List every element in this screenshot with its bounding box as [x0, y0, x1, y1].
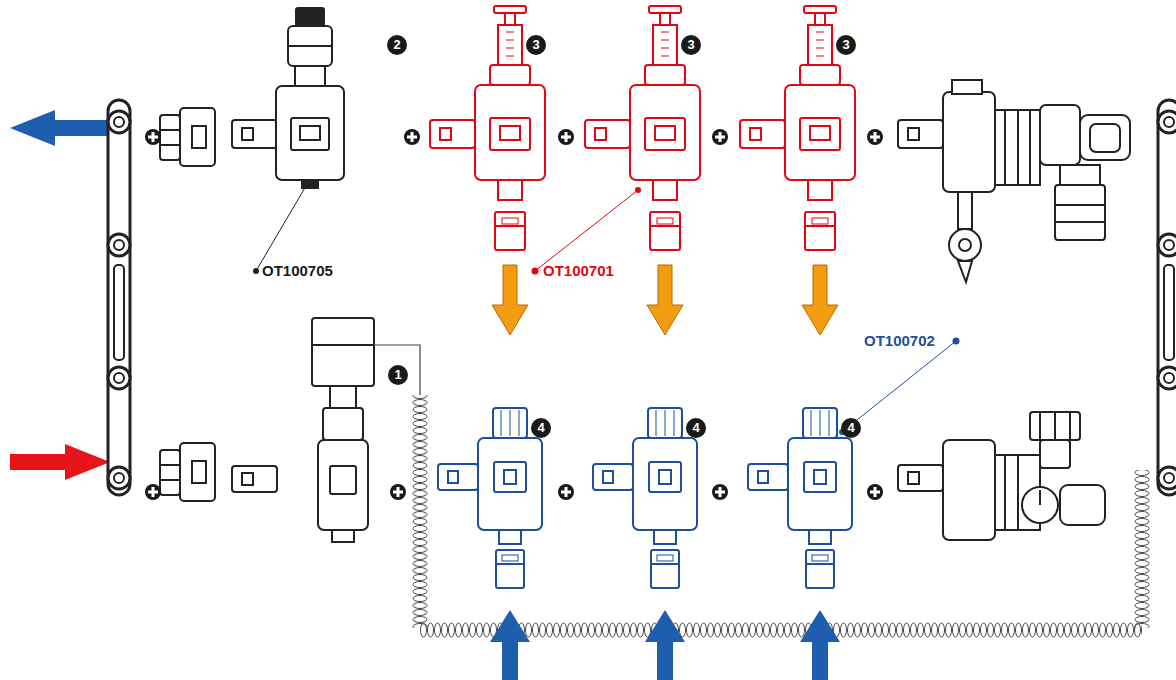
callout-number: 4: [686, 418, 706, 438]
callout-number: 4: [841, 418, 861, 438]
callout-number: 3: [836, 35, 856, 55]
part-code: OT100702: [864, 332, 935, 350]
callout-number: 4: [531, 418, 551, 438]
part-code: OT100705: [262, 262, 333, 280]
callout-number: 2: [387, 35, 407, 55]
part-code: OT100701: [543, 262, 614, 280]
callout-number: 1: [388, 365, 408, 385]
callout-number: 3: [681, 35, 701, 55]
callout-number: 3: [526, 35, 546, 55]
